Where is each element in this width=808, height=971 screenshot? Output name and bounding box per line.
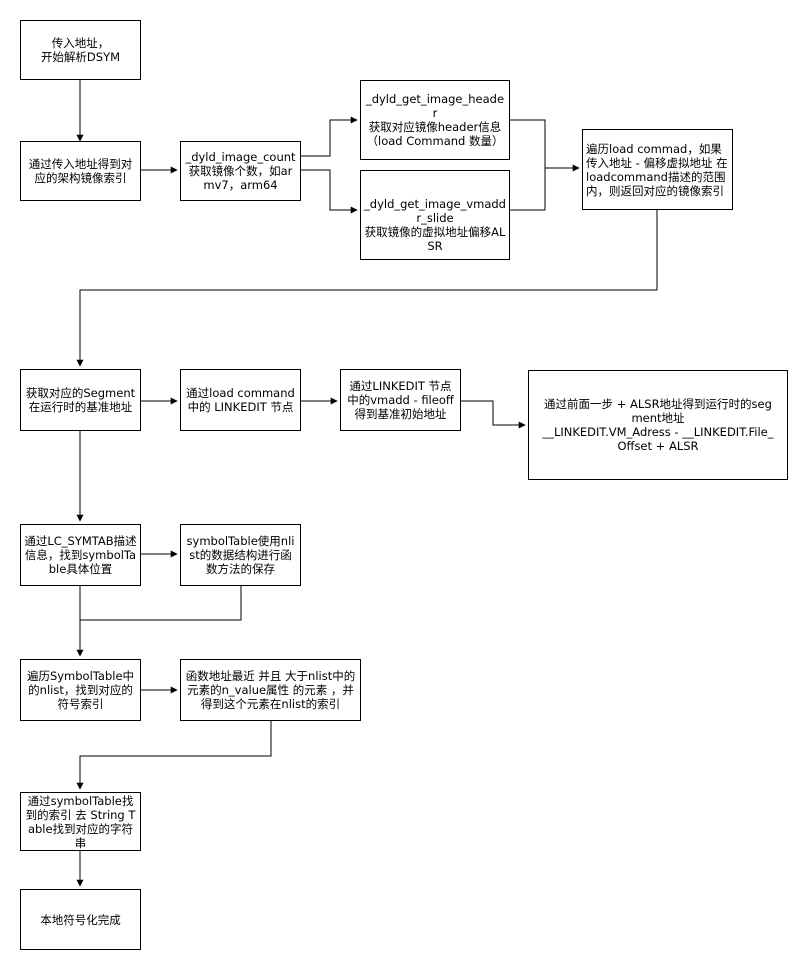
edge-n9-n10 (461, 400, 526, 429)
edge-n4-n6 (510, 119, 580, 172)
edge-n3-n5 (301, 169, 358, 214)
node-symbolication-complete: 本地符号化完成 (20, 889, 141, 950)
edge-n3-n4 (301, 116, 358, 157)
edge-n12-n13 (80, 586, 242, 621)
node-find-nearest-n-value: 函数地址最近 并且 大于nlist中的元素的n_value属性 的元素 ，并得到… (180, 659, 361, 721)
node-segment-base-address: 获取对应的Segment 在运行时的基准地址 (20, 369, 141, 431)
node-get-arch-image-index: 通过传入地址得到对应的架构镜像索引 (20, 141, 141, 201)
edge-n5-n6 (510, 168, 546, 211)
node-string-table-lookup: 通过symbolTable找到的索引 去 String Table找到对应的字符… (20, 792, 141, 851)
node-linkedit-vmaddr-fileoff: 通过LINKEDIT 节点中的vmadd - fileoff得到基准初始地址 (340, 369, 461, 431)
node-lc-symtab-symboltable: 通过LC_SYMTAB描述信息，找到symbolTable具体位置 (20, 524, 141, 586)
node-iterate-load-commands: 遍历load commad，如果 传入地址 - 偏移虚拟地址 在loadcomm… (582, 129, 733, 210)
node-dyld-image-count: _dyld_image_count 获取镜像个数，如armv7，arm64 (180, 141, 301, 201)
node-linkedit-load-command: 通过load command中的 LINKEDIT 节点 (180, 369, 301, 431)
edge-n14-n15 (76, 721, 272, 790)
node-iterate-symboltable-nlist: 遍历SymbolTable中的nlist，找到对应的符号索引 (20, 659, 141, 721)
edge-n6-n7 (76, 210, 658, 367)
node-dyld-get-image-vmaddr-slide: _dyld_get_image_vmaddr_slide 获取镜像的虚拟地址偏移… (360, 170, 510, 260)
node-symboltable-nlist: symbolTable使用nlist的数据结构进行函数方法的保存 (180, 524, 301, 586)
node-runtime-segment-address: 通过前面一步 + ALSR地址得到运行时的segment地址 __LINKEDI… (528, 370, 788, 480)
node-dyld-get-image-header: _dyld_get_image_header 获取对应镜像header信息（lo… (360, 80, 510, 160)
node-start-parse-dsym: 传入地址， 开始解析DSYM (20, 20, 141, 80)
